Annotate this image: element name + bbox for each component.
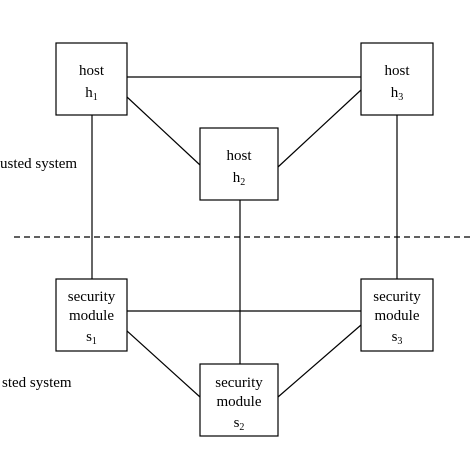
host-h1-label: host (79, 63, 105, 79)
host-h3-node: host h3 (360, 42, 434, 116)
host-h2-id-sub: 2 (240, 177, 245, 188)
host-h1-id-name: h (85, 85, 93, 101)
security-module-s1-id-sub: 1 (92, 336, 97, 347)
security-module-s2-id-sub: 2 (239, 422, 244, 433)
lower-region-label: sted system (2, 375, 72, 391)
security-module-s1-line1: security (68, 289, 116, 305)
security-module-s3-line2: module (375, 308, 420, 324)
security-module-s3-line1: security (373, 289, 421, 305)
host-h2-id-name: h (233, 170, 241, 186)
link-h1-h2 (126, 96, 201, 166)
security-module-s1-id-name: s (86, 329, 92, 345)
security-module-s3-node: security module s3 (360, 278, 434, 352)
security-module-s2-line2: module (217, 394, 262, 410)
host-h1-node: host h1 (55, 42, 128, 116)
security-module-s3-id-sub: 3 (397, 336, 402, 347)
link-h3-h2 (277, 89, 362, 168)
security-module-s1-node: security module s1 (55, 278, 128, 352)
security-module-s3-box (360, 278, 434, 352)
host-h3-id: h3 (391, 85, 404, 103)
host-h3-id-name: h (391, 85, 399, 101)
host-h3-label: host (384, 63, 410, 79)
link-s1-s2 (126, 330, 201, 398)
security-module-s2-id: s2 (234, 415, 245, 433)
security-module-s1-box (55, 278, 128, 352)
host-h1-id: h1 (85, 85, 98, 103)
security-module-s2-id-name: s (234, 415, 240, 431)
link-s3-s2 (277, 324, 362, 398)
security-module-s2-box (199, 363, 279, 437)
host-h2-node: host h2 (199, 127, 279, 201)
security-module-s3-id: s3 (392, 329, 403, 347)
host-h1-id-sub: 1 (93, 92, 98, 103)
host-h3-box (360, 42, 434, 116)
upper-region-label: usted system (0, 156, 77, 172)
security-module-s2-node: security module s2 (199, 363, 279, 437)
security-module-s2-line1: security (215, 375, 263, 391)
security-module-s1-line2: module (69, 308, 114, 324)
host-h3-id-sub: 3 (398, 92, 403, 103)
host-h2-id: h2 (233, 170, 246, 188)
host-h1-box (55, 42, 128, 116)
security-module-s1-id: s1 (86, 329, 97, 347)
host-h2-label: host (226, 148, 252, 164)
security-module-s3-id-name: s (392, 329, 398, 345)
host-h2-box (199, 127, 279, 201)
